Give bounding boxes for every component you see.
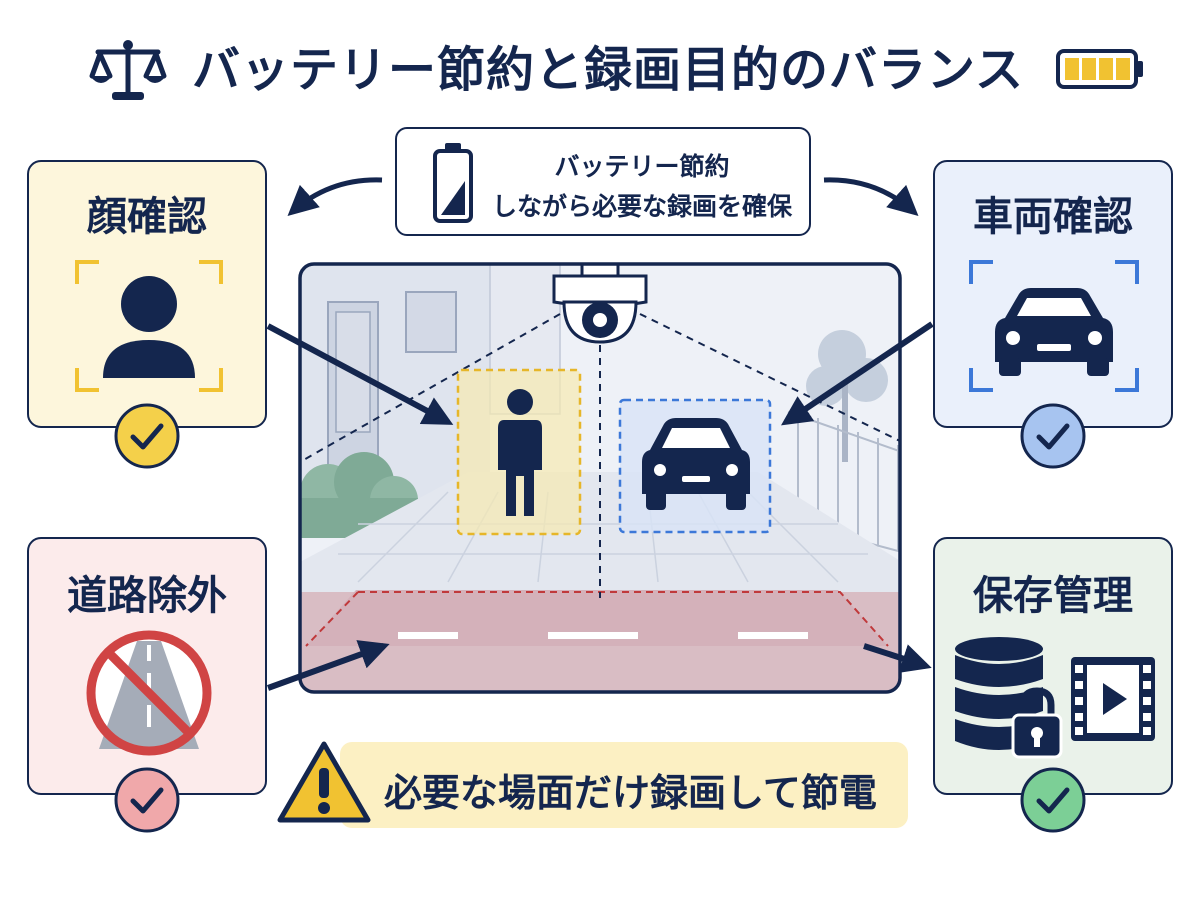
card-vehicle-title: 車両確認 [973, 194, 1133, 240]
warning-icon [277, 741, 371, 823]
battery-charging-icon [433, 143, 473, 223]
page-title: バッテリー節約と録画目的のバランス [192, 42, 1025, 98]
card-road-title: 道路除外 [67, 573, 227, 619]
no-road-icon [86, 630, 212, 756]
check-icon-vehicle [1020, 403, 1086, 469]
power-saving-banner: 必要な場面だけ録画して節電 [340, 742, 908, 828]
car-detect-icon [969, 260, 1139, 392]
card-road-exclusion: 道路除外 [27, 537, 267, 795]
check-icon-road [114, 767, 180, 833]
video-file-icon [1071, 657, 1155, 741]
check-icon-storage [1020, 767, 1086, 833]
battery-note-line2: しながら必要な録画を確保 [492, 192, 793, 221]
camera-scene [298, 262, 902, 694]
card-face-check: 顔確認 [27, 160, 267, 428]
card-face-title: 顔確認 [87, 194, 207, 240]
card-storage-management: 保存管理 [933, 537, 1173, 795]
power-saving-text: 必要な場面だけ録画して節電 [384, 771, 877, 815]
battery-note-line1: バッテリー節約 [554, 152, 730, 181]
battery-note-box: バッテリー節約 しながら必要な録画を確保 [395, 127, 811, 236]
card-vehicle-check: 車両確認 [933, 160, 1173, 428]
balance-scale-icon [89, 40, 167, 100]
card-storage-title: 保存管理 [973, 573, 1133, 619]
face-detect-icon [75, 260, 223, 392]
lock-icon [1011, 687, 1063, 759]
battery-full-icon [1056, 49, 1143, 89]
check-icon-face [114, 403, 180, 469]
